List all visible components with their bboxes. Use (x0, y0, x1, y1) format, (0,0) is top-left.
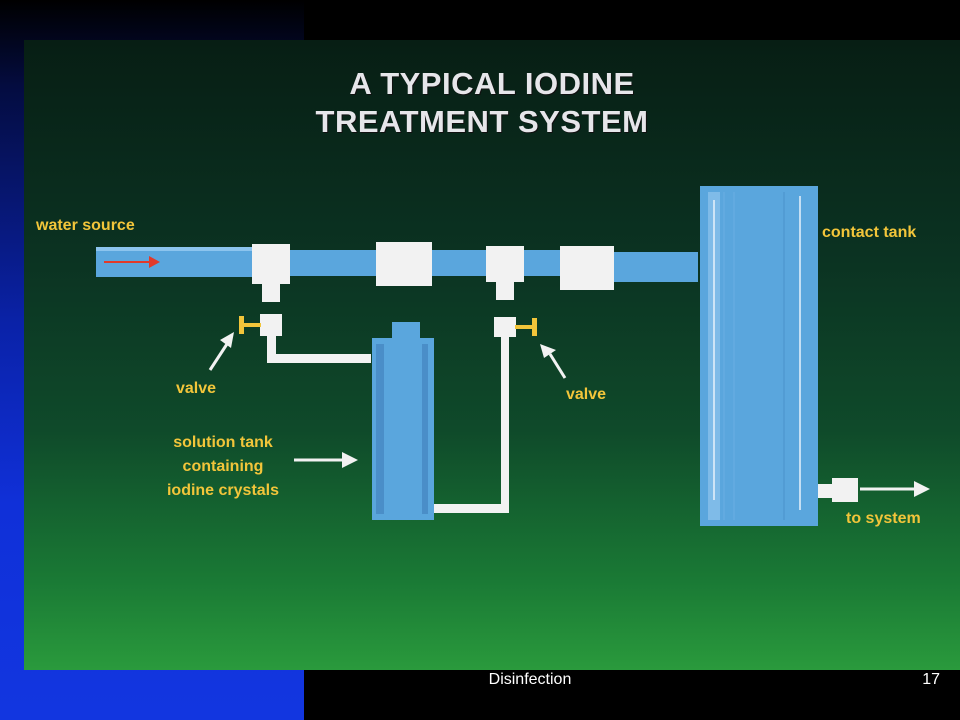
solution-tank-arrow-icon (342, 452, 358, 468)
solution-tank (372, 322, 434, 520)
outlet-fitting (818, 478, 858, 502)
valve-left-body (260, 314, 282, 336)
diagram-title-line-1: A TYPICAL IODINE (349, 66, 635, 101)
main-pipe (96, 247, 698, 282)
to-system-arrow-icon (914, 481, 930, 497)
label-to-system: to system (846, 510, 921, 527)
contact-tank (700, 186, 818, 526)
valve-right-arrow-icon (540, 344, 556, 358)
pipe-fittings (252, 242, 614, 302)
valve-left-arrow-icon (220, 332, 234, 348)
iodine-treatment-diagram (96, 186, 930, 526)
diagram-title-line-2: TREATMENT SYSTEM (315, 104, 649, 139)
label-water-source: water source (36, 217, 135, 234)
footer-bar (304, 670, 960, 720)
label-solution-tank-line-2: containing (182, 458, 264, 475)
flow-arrow-icon (149, 256, 160, 268)
annotation-arrows (208, 332, 930, 497)
valve-left (239, 314, 371, 363)
label-contact-tank: contact tank (822, 224, 917, 241)
label-valve-left: valve (176, 380, 217, 397)
label-solution-tank-line-3: iodine crystals (166, 482, 280, 499)
valve-right-body (494, 317, 516, 337)
slide-page-number: 17 (922, 671, 940, 688)
footer-section-title: Disinfection (488, 671, 572, 688)
valve-left-handle-icon (239, 316, 244, 334)
label-solution-tank-line-1: solution tank (173, 434, 273, 451)
valve-right-handle-icon (532, 318, 537, 336)
label-valve-right: valve (566, 386, 607, 403)
diagram-text-layer: A TYPICAL IODINE TREATMENT SYSTEM water … (24, 40, 960, 670)
valve-right (434, 317, 537, 513)
